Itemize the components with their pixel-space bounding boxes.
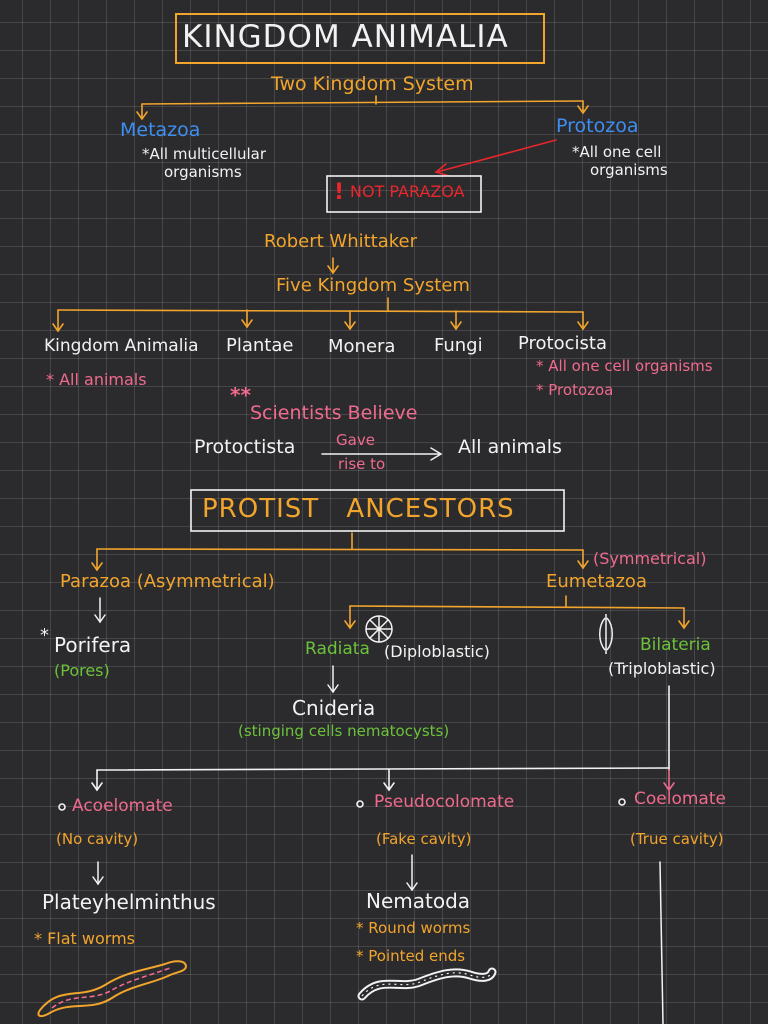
kingdom-animalia: Kingdom Animalia xyxy=(44,336,199,356)
belief-from: Protoctista xyxy=(194,436,296,458)
bullet-dots xyxy=(58,798,626,811)
belief-arrow-top: Gave xyxy=(336,431,375,449)
protozoa-note-line2: organisms xyxy=(590,161,668,179)
metazoa-note-line1: *All multicellular xyxy=(142,145,267,163)
roundworm-icon xyxy=(357,967,497,1001)
radiata-wheel-icon xyxy=(365,615,393,643)
title-box xyxy=(175,13,545,64)
protist-branches xyxy=(91,532,589,572)
animalia-note: * All animals xyxy=(46,370,147,389)
flatworm-icon xyxy=(37,960,188,1018)
belief-arrow-bottom: rise to xyxy=(338,455,386,473)
metazoa-label: Metazoa xyxy=(120,119,201,141)
kingdom-plantae: Plantae xyxy=(226,335,294,356)
five-kingdom-branches xyxy=(52,297,589,333)
pseudocoelomate-label: Pseudocolomate xyxy=(374,792,515,812)
gave-rise-arrow xyxy=(321,447,443,461)
cnidaria-label: Cnideria xyxy=(292,696,376,720)
page-title: KINGDOM ANIMALIA xyxy=(182,19,509,55)
symmetrical-label: (Symmetrical) xyxy=(593,549,707,568)
radiata-label: Radiata xyxy=(305,639,370,659)
protocista-note-line2: * Protozoa xyxy=(536,381,614,399)
five-kingdom-heading: Five Kingdom System xyxy=(276,275,470,296)
protocista-note-line1: * All one cell organisms xyxy=(536,357,713,375)
nema-note-line2: * Pointed ends xyxy=(356,947,466,965)
two-kingdom-heading: Two Kingdom System xyxy=(271,73,474,95)
acoelomate-label: Acoelomate xyxy=(72,796,173,816)
radiata-arrow xyxy=(327,665,339,694)
platyhelminthus-label: Plateyhelminthus xyxy=(42,890,216,914)
not-marker: ! xyxy=(334,180,345,205)
kingdom-protocista: Protocista xyxy=(518,333,607,354)
kingdom-monera: Monera xyxy=(328,336,396,357)
parazoa-arrow xyxy=(94,597,106,624)
parazoa-label: Parazoa (Asymmetrical) xyxy=(60,571,275,592)
kingdom-fungi: Fungi xyxy=(434,335,483,356)
protozoa-note-line1: *All one cell xyxy=(572,143,662,161)
whittaker-label: Robert Whittaker xyxy=(264,231,417,252)
coelomate-note: (True cavity) xyxy=(630,830,724,848)
bilateria-type: (Triploblastic) xyxy=(608,659,716,678)
radiata-type: (Diploblastic) xyxy=(384,642,490,661)
two-kingdom-branches xyxy=(136,95,589,121)
protist-ancestors-box xyxy=(190,489,565,532)
bilateria-label: Bilateria xyxy=(640,635,711,655)
eumetazoa-label: Eumetazoa xyxy=(546,571,647,592)
porifera-label: Porifera xyxy=(54,633,132,657)
bilateria-symmetry-icon xyxy=(599,614,613,654)
cnidaria-note: (stinging cells nematocysts) xyxy=(238,722,450,740)
belief-to: All animals xyxy=(458,436,562,458)
stars-mark: ** xyxy=(230,383,251,407)
nematoda-label: Nematoda xyxy=(366,889,471,913)
red-arrow xyxy=(434,139,557,177)
scientists-believe: Scientists Believe xyxy=(250,402,418,424)
nema-note-line1: * Round worms xyxy=(356,919,471,937)
bilateria-branches xyxy=(91,685,670,792)
coelomate-label: Coelomate xyxy=(634,789,726,809)
pseudo-note: (Fake cavity) xyxy=(376,830,472,848)
not-parazoa-box xyxy=(326,175,482,213)
lower-arrows xyxy=(92,854,664,1024)
porifera-note: (Pores) xyxy=(54,661,110,680)
eumetazoa-branches xyxy=(344,595,690,630)
porifera-star: * xyxy=(40,625,49,646)
coelomate-arrow xyxy=(663,769,675,792)
whittaker-arrow xyxy=(327,257,339,275)
platy-note: * Flat worms xyxy=(34,929,135,948)
not-parazoa-label: NOT PARAZOA xyxy=(350,182,465,201)
protist-ancestors-title: PROTIST ANCESTORS xyxy=(202,494,515,524)
acoelomate-note: (No cavity) xyxy=(56,830,139,848)
metazoa-note-line2: organisms xyxy=(164,163,242,181)
protozoa-label: Protozoa xyxy=(556,115,639,137)
